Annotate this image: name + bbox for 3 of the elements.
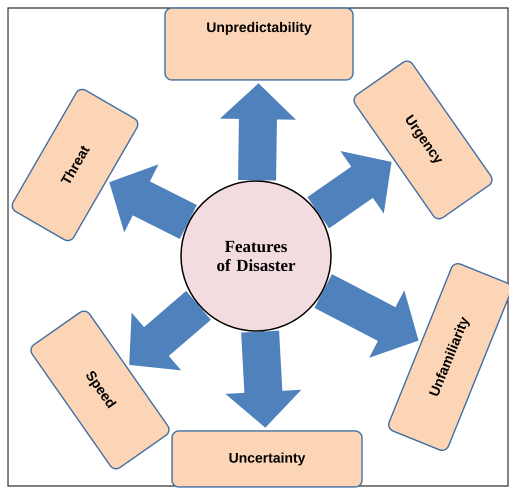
block-arrow xyxy=(129,290,211,370)
feature-box: Uncertainty xyxy=(171,430,363,488)
feature-box: Unpredictability xyxy=(164,7,354,81)
